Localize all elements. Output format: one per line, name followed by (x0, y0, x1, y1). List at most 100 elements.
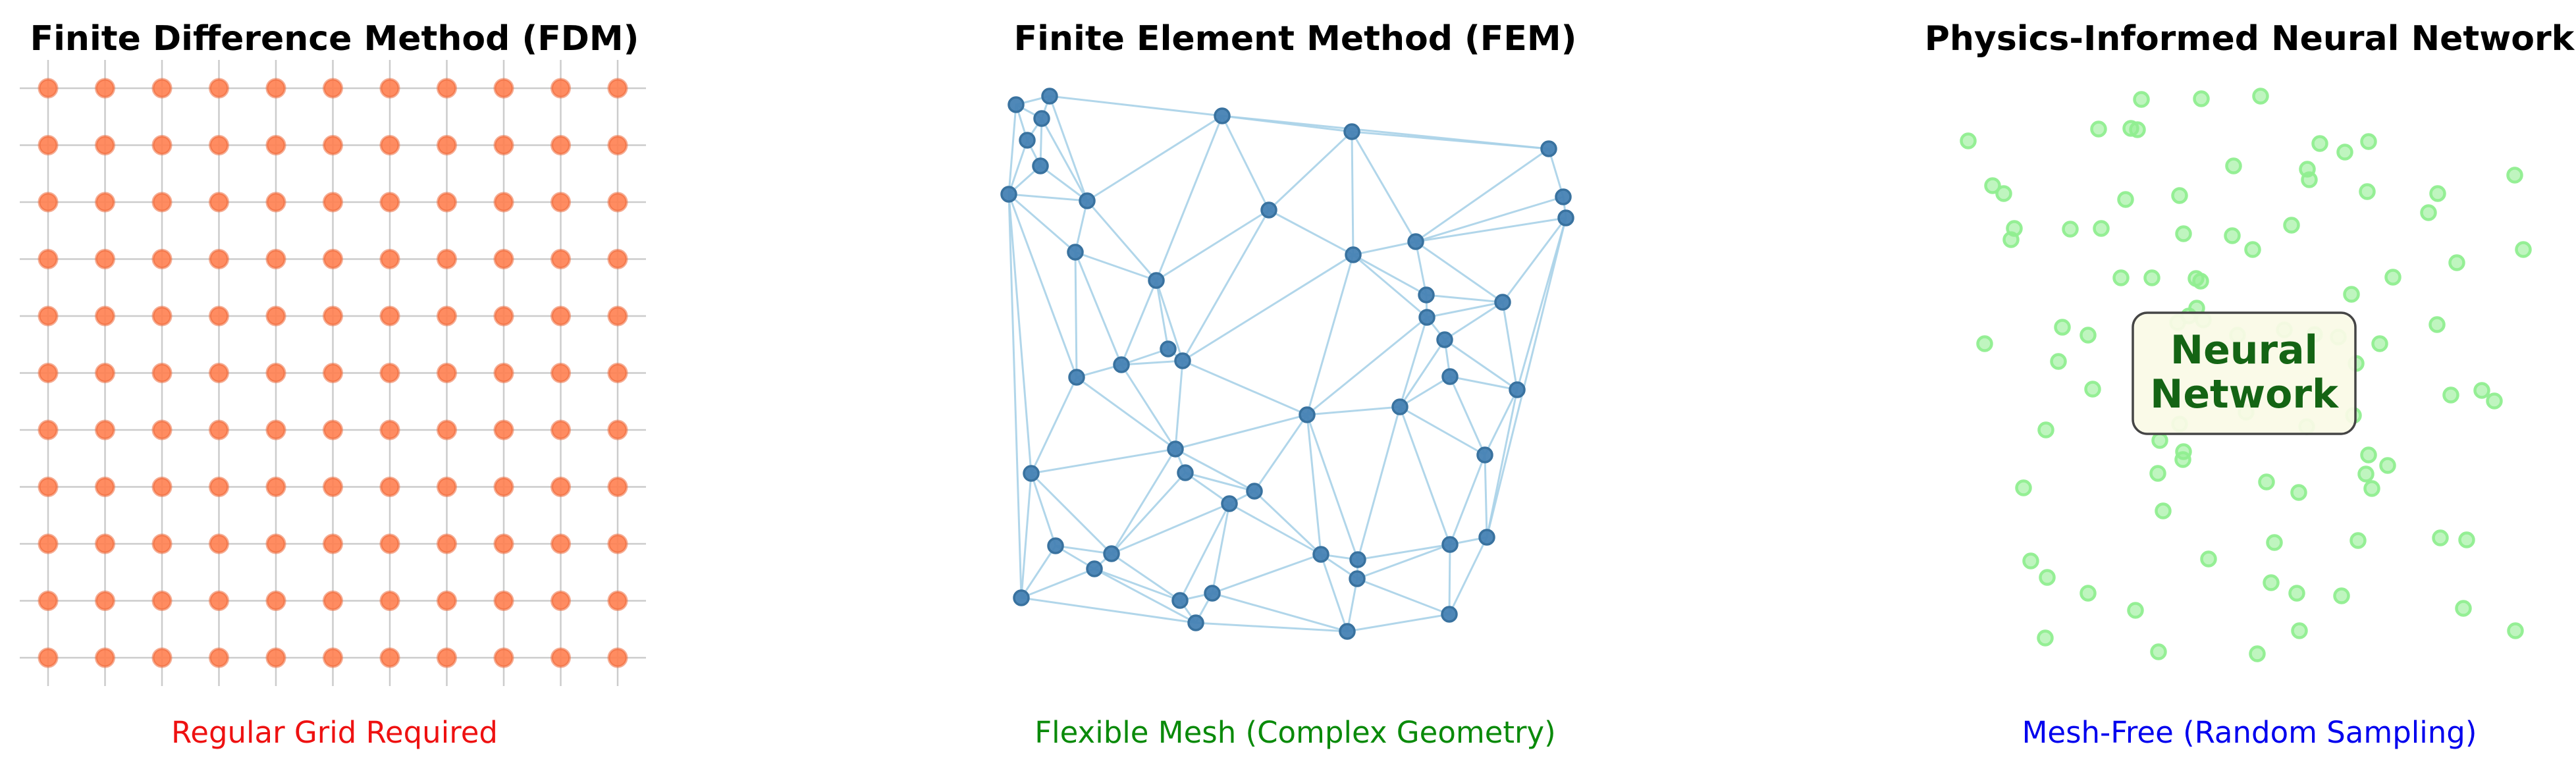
sample-point (2458, 531, 2475, 548)
grid-point (209, 78, 229, 99)
mesh-edge (1399, 406, 1486, 456)
mesh-node (1418, 309, 1436, 326)
grid-point (38, 591, 59, 611)
sample-point (2290, 484, 2307, 501)
mesh-edge (1007, 193, 1088, 202)
mesh-edge (1074, 251, 1158, 282)
sample-point (2349, 532, 2367, 549)
grid-point (95, 305, 115, 327)
mesh-edge (1075, 376, 1177, 450)
mesh-edge (1155, 209, 1270, 282)
mesh-node (1047, 537, 1064, 554)
sample-point (2112, 269, 2130, 286)
mesh-node (1260, 201, 1277, 219)
grid-point (151, 533, 173, 554)
grid-point (95, 419, 115, 440)
mesh-node (1345, 246, 1362, 263)
grid-point (607, 647, 628, 668)
sample-point (2428, 316, 2446, 333)
grid-point (607, 591, 628, 611)
panel-pinn-title: Physics-Informed Neural Network (1925, 19, 2575, 59)
grid-point (95, 363, 115, 383)
grid-point (379, 78, 400, 99)
grid-point (550, 135, 571, 155)
mesh-edge (1448, 543, 1451, 616)
mesh-edge (1501, 301, 1518, 391)
sample-point (2301, 171, 2318, 188)
sample-point (2379, 457, 2396, 474)
grid-point (323, 591, 343, 611)
grid-point (209, 249, 229, 269)
mesh-edge (1486, 217, 1567, 539)
grid-point (607, 363, 628, 383)
mesh-edge (1184, 471, 1256, 492)
mesh-edge (1516, 217, 1567, 391)
mesh-node (1171, 592, 1189, 609)
mesh-edge (1449, 375, 1518, 391)
sample-point (2129, 121, 2146, 138)
grid-point (265, 647, 286, 668)
sample-point (2420, 204, 2437, 221)
mesh-edge (1211, 553, 1322, 595)
mesh-node (1555, 188, 1572, 205)
mesh-node (1441, 368, 1459, 385)
mesh-edge (1356, 406, 1401, 561)
sample-point (2506, 167, 2523, 184)
grid-point (38, 419, 59, 440)
mesh-edge (1030, 472, 1057, 547)
sample-point (2258, 473, 2275, 491)
sample-point (2429, 185, 2446, 202)
grid-point (151, 305, 173, 327)
mesh-node (1086, 560, 1103, 577)
mesh-node (1436, 331, 1453, 348)
mesh-edge (1174, 413, 1308, 450)
grid-point (607, 249, 628, 269)
mesh-edge (1007, 139, 1029, 196)
mesh-node (1013, 589, 1030, 606)
sample-point (1976, 335, 1993, 352)
grid-point (323, 305, 343, 327)
grid-point (437, 249, 457, 269)
grid-point (493, 363, 514, 383)
mesh-edge (1399, 338, 1446, 408)
sample-point (2080, 327, 2097, 344)
mesh-edge (1268, 209, 1355, 256)
grid-point (437, 363, 457, 383)
mesh-edge (1486, 388, 1518, 539)
sample-point (2249, 645, 2266, 662)
mesh-edge (1320, 553, 1349, 633)
mesh-edge (1211, 592, 1349, 633)
sample-point (2343, 286, 2360, 303)
panel-fem-title: Finite Element Method (FEM) (1014, 19, 1577, 59)
grid-point (379, 419, 400, 440)
sample-point (2360, 133, 2377, 150)
sample-point (2149, 465, 2166, 482)
mesh-edge (1020, 472, 1033, 599)
mesh-edge (1356, 543, 1451, 580)
mesh-edge (1174, 448, 1256, 492)
sample-point (2200, 550, 2217, 568)
grid-point (265, 135, 286, 155)
sample-point (2266, 534, 2283, 551)
mesh-edge (1448, 536, 1488, 616)
grid-point (493, 419, 514, 440)
mesh-edge (1155, 279, 1184, 362)
mesh-edge (1120, 359, 1184, 366)
grid-point (607, 305, 628, 327)
mesh-edge (1181, 253, 1355, 362)
sample-point (2117, 191, 2134, 208)
sample-point (2507, 622, 2524, 639)
grid-point (38, 305, 59, 327)
mesh-edge (1352, 253, 1428, 296)
grid-point (607, 192, 628, 213)
mesh-node (1160, 340, 1177, 358)
grid-point (379, 647, 400, 668)
grid-point (209, 363, 229, 383)
mesh-node (1557, 209, 1574, 226)
mesh-edge (1030, 472, 1113, 555)
mesh-edge (1221, 115, 1550, 150)
mesh-node (1174, 352, 1191, 369)
mesh-edge (1110, 471, 1187, 555)
sample-point (2050, 353, 2067, 370)
mesh-edge (1356, 577, 1451, 616)
